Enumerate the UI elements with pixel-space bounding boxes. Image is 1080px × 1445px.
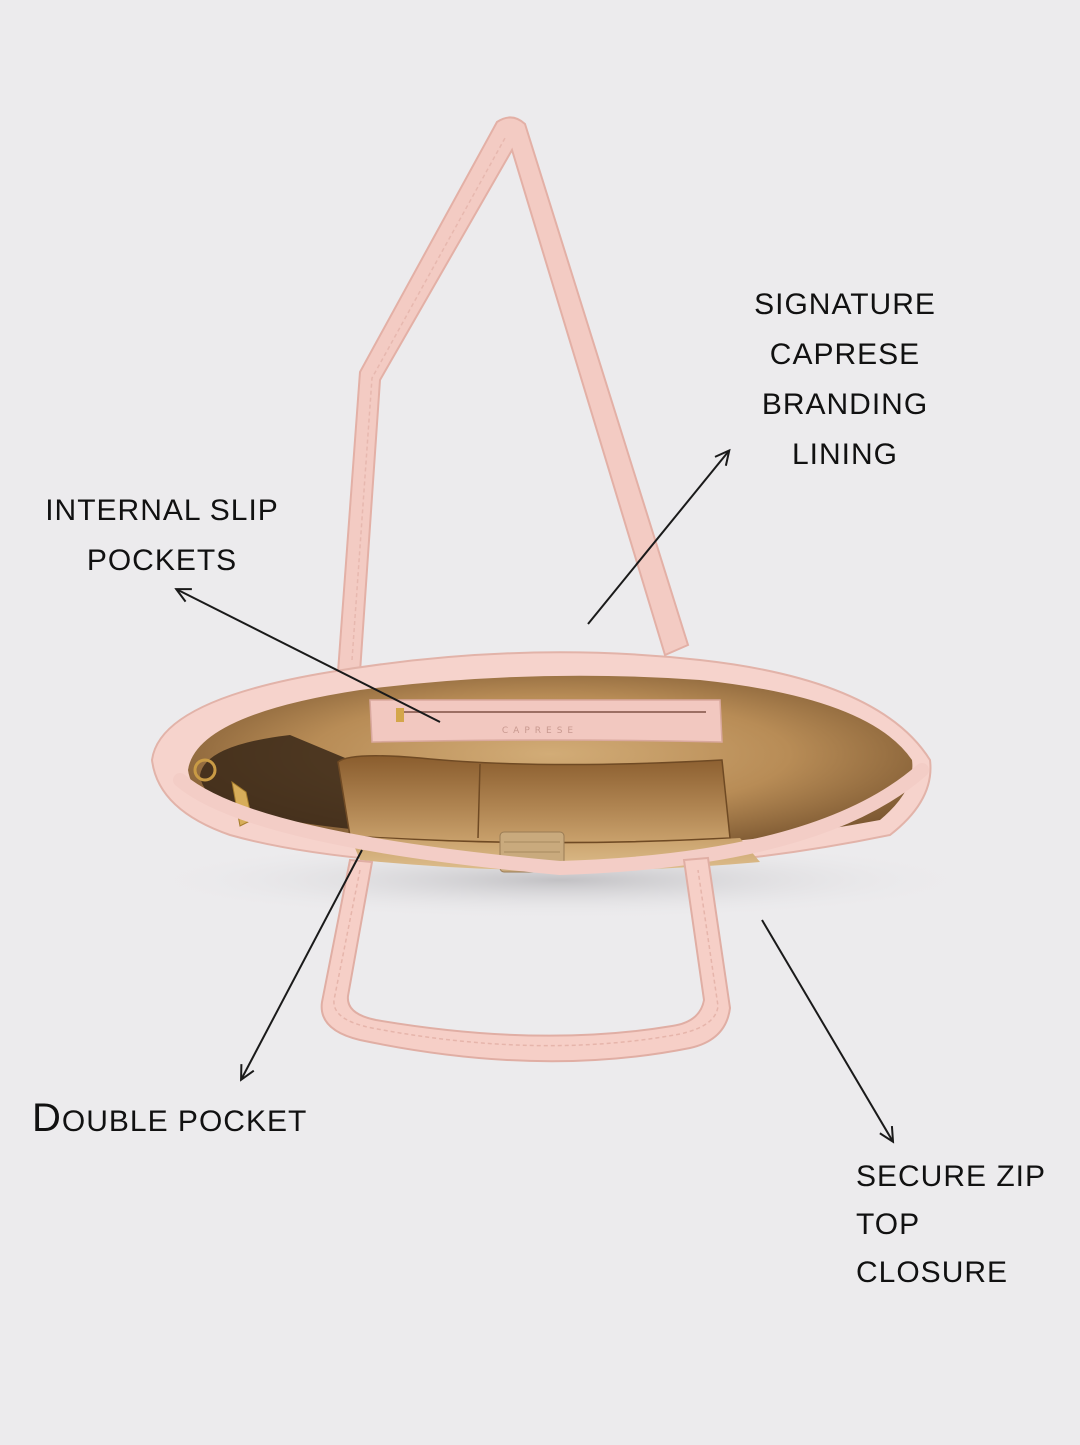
callout-line: INTERNAL SLIP <box>45 494 279 527</box>
brand-stamp: CAPRESE <box>502 726 578 736</box>
arrow-signature <box>587 452 728 625</box>
arrow-zip <box>761 919 892 1140</box>
arrow-slip-pockets <box>178 590 441 723</box>
callout-rest: ouble pocket <box>61 1105 308 1138</box>
callout-signature-branding-lining: SIGNATURE CAPRESE BRANDING LINING <box>740 290 950 490</box>
callout-line: CLOSURE <box>856 1256 1009 1289</box>
zip-pocket <box>369 699 723 743</box>
callout-initial: D <box>32 1096 62 1140</box>
far-handle <box>336 116 690 673</box>
callout-double-pocket: Double pocket <box>32 1098 352 1138</box>
callout-line: SIGNATURE <box>754 288 936 321</box>
callout-line: TOP <box>856 1208 921 1241</box>
zip-ring <box>193 758 217 782</box>
near-handle <box>320 856 732 1063</box>
callout-line: SECURE ZIP <box>856 1160 1047 1193</box>
callout-internal-slip-pockets: INTERNAL SLIP POCKETS <box>28 496 296 596</box>
double-pocket <box>337 755 731 844</box>
callout-line: POCKETS <box>86 544 238 577</box>
callout-line: CAPRESE <box>769 338 921 371</box>
arrow-double-pocket <box>242 849 363 1078</box>
callout-line: LINING <box>791 438 899 471</box>
callout-secure-zip-top-closure: SECURE ZIP TOP CLOSURE <box>856 1162 1066 1306</box>
callout-line: BRANDING <box>761 388 929 421</box>
